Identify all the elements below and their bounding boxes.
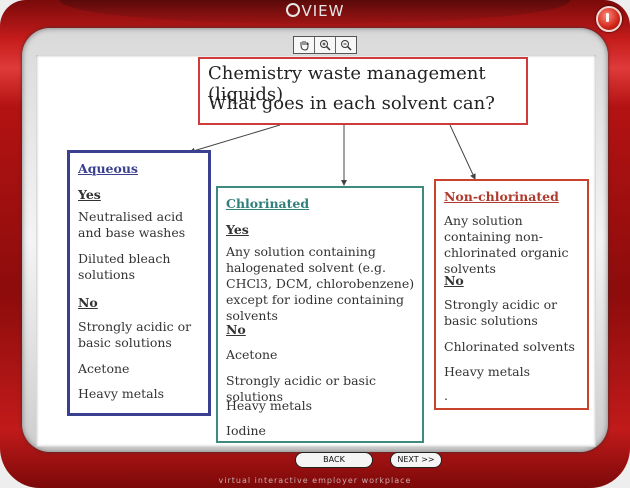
chlorinated-no-item: Strongly acidic or basic solutions	[226, 373, 376, 404]
next-button[interactable]: NEXT >>	[390, 452, 442, 468]
flowchart-title: Chemistry waste management (liquids)	[208, 63, 486, 105]
chlorinated-yes-text: Any solution containing halogenated solv…	[226, 244, 415, 323]
aqueous-box: Aqueous Yes Neutralised acid and base wa…	[67, 150, 211, 416]
brand-text: VIEW	[301, 2, 345, 20]
power-button[interactable]	[596, 6, 622, 32]
view-ring-icon	[285, 3, 300, 17]
aqueous-yes-item: Neutralised acid and base washes	[78, 209, 186, 240]
chlorinated-box: Chlorinated Yes Any solution containing …	[216, 186, 424, 443]
aqueous-yes-item: Diluted bleach solutions	[78, 251, 171, 282]
aqueous-yes-label: Yes	[78, 187, 101, 202]
nonchlorinated-no-item: Chlorinated solvents	[444, 339, 575, 354]
nonchlorinated-no-label: No	[444, 273, 464, 288]
chlorinated-no-item: Acetone	[226, 347, 278, 362]
chlorinated-no-label: No	[226, 322, 246, 337]
pan-icon[interactable]	[294, 37, 315, 53]
nonchlorinated-heading: Non-chlorinated	[444, 189, 559, 204]
nonchlorinated-yes-text: Any solution containing non-chlorinated …	[444, 213, 569, 276]
nonchlorinated-box: Non-chlorinated Any solution containing …	[434, 179, 589, 410]
nonchlorinated-no-item: .	[444, 388, 448, 403]
nonchlorinated-no-item: Heavy metals	[444, 364, 530, 379]
footer-text: virtual interactive employer workplace	[218, 476, 412, 485]
aqueous-no-item: Strongly acidic or basic solutions	[78, 319, 192, 350]
back-button[interactable]: BACK	[295, 452, 373, 468]
aqueous-no-item: Heavy metals	[78, 386, 164, 401]
zoom-in-icon[interactable]	[315, 37, 336, 53]
chlorinated-no-item: Iodine	[226, 423, 266, 438]
view-toolbar	[293, 36, 357, 54]
aqueous-heading: Aqueous	[78, 161, 138, 176]
chlorinated-heading: Chlorinated	[226, 196, 310, 211]
aqueous-no-item: Acetone	[78, 361, 130, 376]
chlorinated-no-item: Heavy metals	[226, 398, 312, 413]
flowchart-question: What goes in each solvent can?	[208, 93, 495, 114]
aqueous-no-label: No	[78, 295, 98, 310]
chlorinated-yes-label: Yes	[226, 222, 249, 237]
nonchlorinated-no-item: Strongly acidic or basic solutions	[444, 297, 558, 328]
flowchart-title-box: Chemistry waste management (liquids) Wha…	[198, 57, 528, 125]
zoom-out-icon[interactable]	[336, 37, 356, 53]
brand-logo: VIEW	[0, 2, 630, 20]
